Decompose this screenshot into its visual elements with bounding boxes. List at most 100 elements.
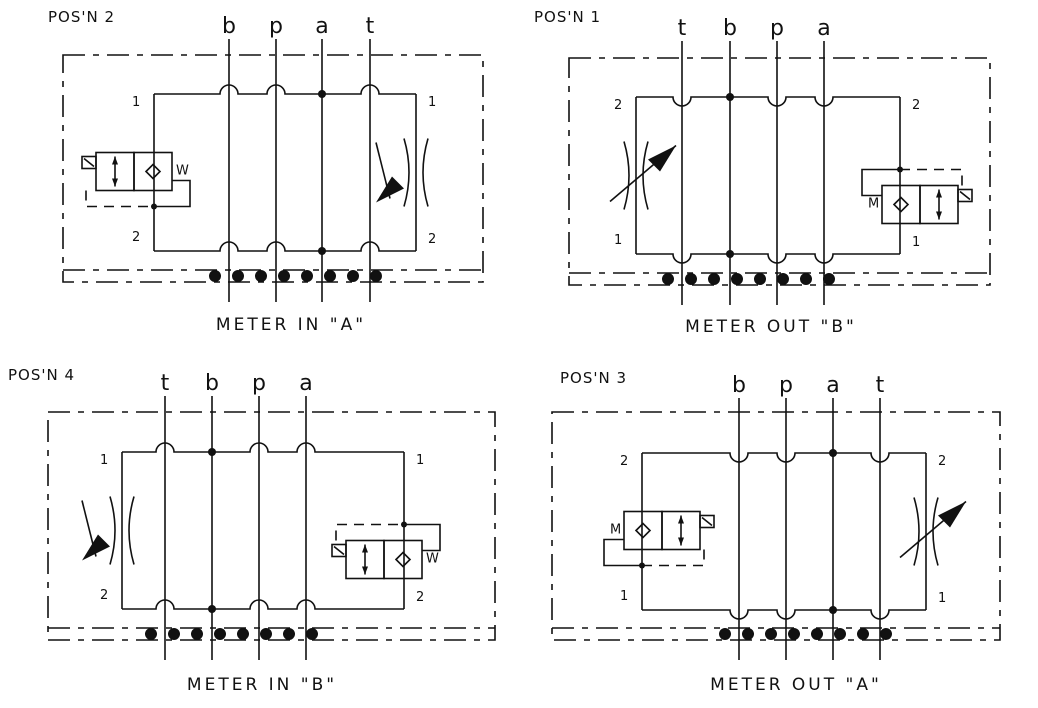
side-number: 2 [132,230,140,245]
circuit-top-line [122,442,404,453]
panel-caption: METER IN "A" [216,315,366,335]
housing-outline [568,57,991,286]
side-number: 2 [620,454,628,469]
junction-dot [829,606,837,614]
panel-pos2: POS'N 2 b p a t 1 2 1 2 W METER IN "A" [48,8,484,335]
bolt-hole [283,628,295,640]
bolt-hole [719,628,731,640]
circuit-top-line [154,84,416,95]
side-number: 1 [100,453,108,468]
bolt-hole [324,270,336,282]
bolt-hole [731,273,743,285]
circuit-bottom-line [122,599,404,610]
bolt-hole [685,273,697,285]
port-label-a: a [315,14,328,39]
junction-dot [208,448,216,456]
solenoid-check-valve-icon: M [861,166,973,225]
side-number: 2 [912,98,920,113]
spring-symbol: W [426,552,439,567]
bolt-hole [754,273,766,285]
bolt-hole [834,628,846,640]
throttle-valve-icon [81,496,135,565]
bolt-hole [145,628,157,640]
bolt-hole [260,628,272,640]
bolt-hole [306,628,318,640]
side-number: 1 [620,589,628,604]
port-label-b: b [205,371,219,396]
bolt-hole [765,628,777,640]
bolt-hole [232,270,244,282]
side-number: 2 [428,232,436,247]
bolt-hole [708,273,720,285]
panel-caption: METER OUT "B" [685,317,857,337]
housing-outline [47,411,496,641]
port-label-p: p [269,14,283,39]
bolt-hole [347,270,359,282]
side-number: 1 [912,235,920,250]
spring-symbol: M [868,197,879,212]
side-number: 1 [132,95,140,110]
bolt-hole [662,273,674,285]
side-number: 2 [614,98,622,113]
junction-dot [639,562,645,569]
port-label-t: t [161,371,170,396]
throttle-valve-icon [375,138,429,207]
bolt-hole [370,270,382,282]
bolt-hole [255,270,267,282]
bolt-hole [214,628,226,640]
side-number: 2 [938,454,946,469]
bolt-hole [857,628,869,640]
side-number: 2 [100,588,108,603]
port-label-a: a [817,16,830,41]
port-label-b: b [723,16,737,41]
bolt-hole [800,273,812,285]
port-label-t: t [876,373,885,398]
throttle-valve-icon [609,141,677,210]
position-label: POS'N 4 [8,366,75,384]
spring-symbol: W [176,164,189,179]
circuit-top-line [636,96,900,107]
port-label-a: a [299,371,312,396]
port-label-b: b [222,14,236,39]
solenoid-check-valve-icon: M [603,510,715,569]
port-label-p: p [252,371,266,396]
junction-dot [897,166,903,173]
side-number: 2 [416,590,424,605]
bolt-hole [880,628,892,640]
port-label-a: a [826,373,839,398]
panel-caption: METER IN "B" [187,675,337,695]
port-label-p: p [770,16,784,41]
side-number: 1 [614,233,622,248]
bolt-hole [823,273,835,285]
position-label: POS'N 2 [48,8,115,26]
bolt-hole [237,628,249,640]
junction-dot [401,521,407,528]
panel-caption: METER OUT "A" [710,675,882,695]
position-label: POS'N 1 [534,8,601,26]
side-number: 1 [428,95,436,110]
bolt-hole [168,628,180,640]
bolt-hole [742,628,754,640]
solenoid-check-valve-icon: W [331,521,441,580]
junction-dot [208,605,216,613]
position-label: POS'N 3 [560,369,627,387]
throttle-valve-icon [899,497,967,566]
junction-dot [151,203,157,210]
junction-dot [318,90,326,98]
port-label-b: b [732,373,746,398]
junction-dot [726,250,734,258]
circuit-bottom-line [154,241,416,252]
circuit-top-line [642,452,926,463]
circuit-bottom-line [642,609,926,620]
bolt-hole [788,628,800,640]
bolt-hole [811,628,823,640]
circuit-bottom-line [636,253,900,264]
junction-dot [829,449,837,457]
port-label-p: p [779,373,793,398]
port-label-t: t [366,14,375,39]
bolt-hole [209,270,221,282]
bolt-hole [191,628,203,640]
